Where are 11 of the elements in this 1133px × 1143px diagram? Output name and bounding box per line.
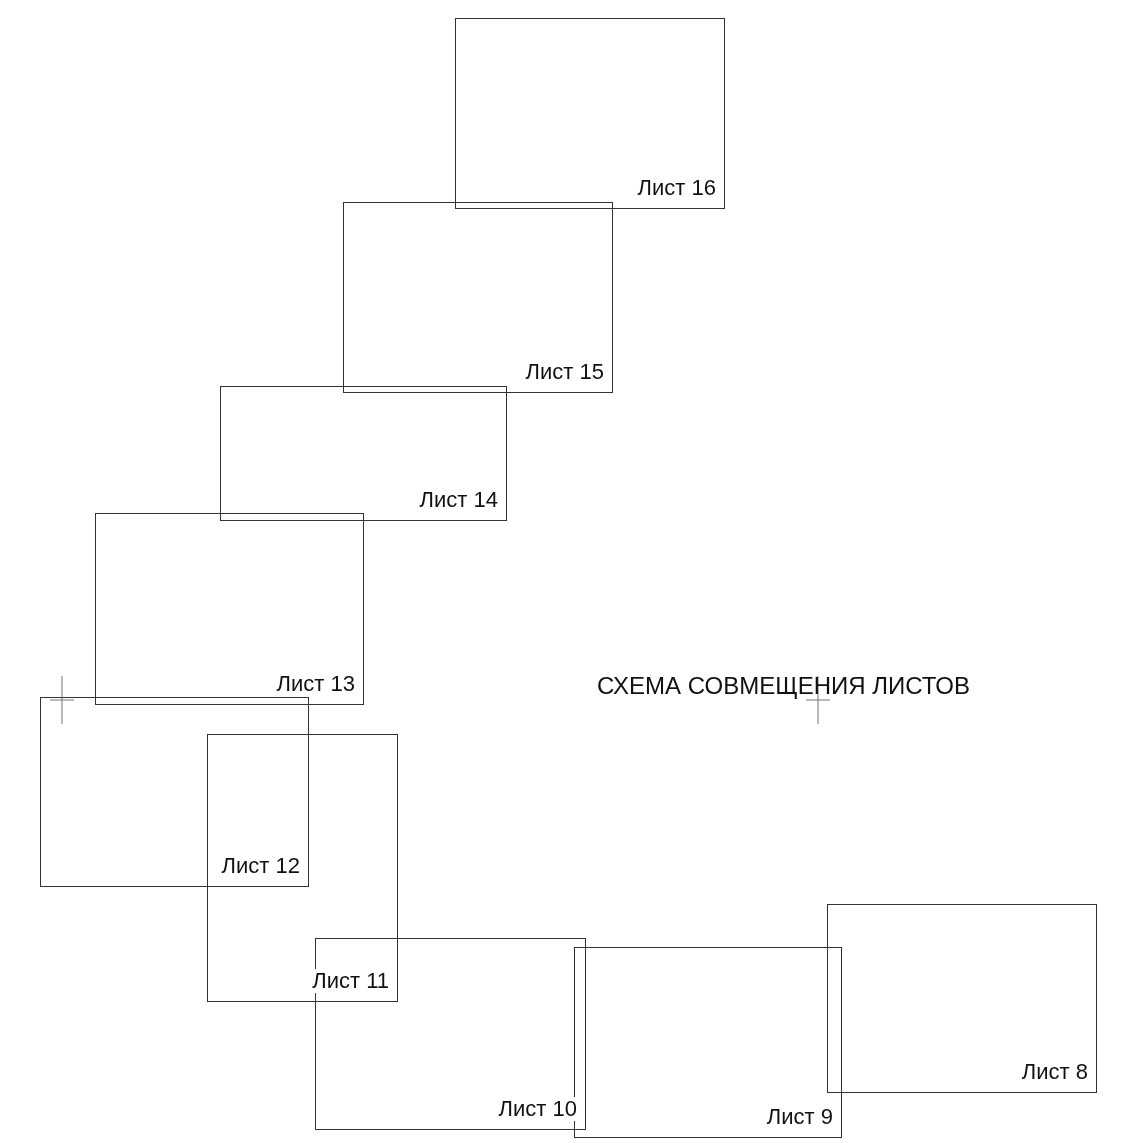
sheet-frame: [95, 513, 364, 705]
sheet-frame: [220, 386, 507, 521]
sheet-frame: [574, 947, 842, 1138]
sheet-label: Лист 10: [496, 1097, 579, 1121]
sheet-frame: [207, 734, 398, 1002]
sheet-label: Лист 11: [310, 969, 391, 993]
sheet-frame: [40, 697, 309, 887]
sheet-frame: [343, 202, 613, 393]
sheet-frame: [455, 18, 725, 209]
diagram-title: СХЕМА СОВМЕЩЕНИЯ ЛИСТОВ: [597, 672, 971, 700]
sheet-frame: [827, 904, 1097, 1093]
